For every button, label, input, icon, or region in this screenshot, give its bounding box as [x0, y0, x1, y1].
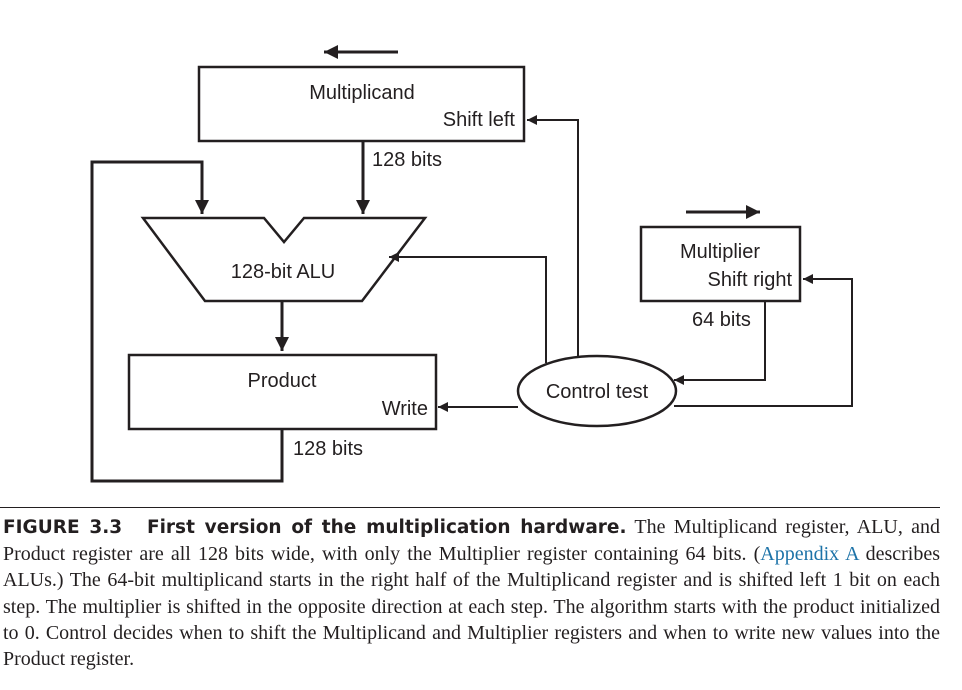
- multiplicand-label: Multiplicand: [309, 82, 415, 104]
- multiplicand-width-label: 128 bits: [372, 149, 442, 171]
- control-to-multiplier-wire: [674, 274, 853, 407]
- product-register: Product Write: [127, 353, 438, 431]
- alu: 128-bit ALU: [140, 216, 428, 303]
- product-label: Product: [248, 370, 317, 392]
- multiplicand-register: Multiplicand Shift left: [197, 65, 526, 143]
- multiplicand-shift-label: Shift left: [443, 109, 516, 131]
- multiplier-label: Multiplier: [680, 241, 760, 263]
- multiplication-hardware-diagram: Multiplicand Shift left 128 bits 128-bit…: [90, 45, 853, 483]
- caption-text-part-2: describes ALUs.) The 64-bit multiplicand…: [3, 543, 940, 671]
- figure-caption: FIGURE 3.3 First version of the multipli…: [3, 514, 940, 672]
- control-to-alu-wire: [389, 252, 547, 363]
- control-test: Control test: [516, 354, 678, 428]
- alu-label: 128-bit ALU: [231, 261, 336, 283]
- multiplier-register: Multiplier Shift right: [639, 225, 802, 303]
- caption-divider: [0, 507, 940, 508]
- multiplier-shift-label: Shift right: [708, 269, 793, 291]
- figure-label: FIGURE 3.3: [3, 517, 123, 538]
- control-to-multiplicand-wire: [527, 115, 579, 356]
- appendix-a-link[interactable]: Appendix A: [760, 543, 859, 566]
- product-width-label: 128 bits: [293, 438, 363, 460]
- product-write-label: Write: [382, 398, 428, 420]
- multiplier-to-control-wire: [674, 301, 766, 385]
- multiplier-width-label: 64 bits: [692, 309, 751, 331]
- caption-text-part-1: The Multiplicand register, ALU, and Prod…: [3, 516, 940, 566]
- product-feedback-wire: [90, 160, 284, 483]
- control-test-label: Control test: [546, 381, 649, 403]
- figure-title: First version of the multiplication hard…: [146, 517, 627, 538]
